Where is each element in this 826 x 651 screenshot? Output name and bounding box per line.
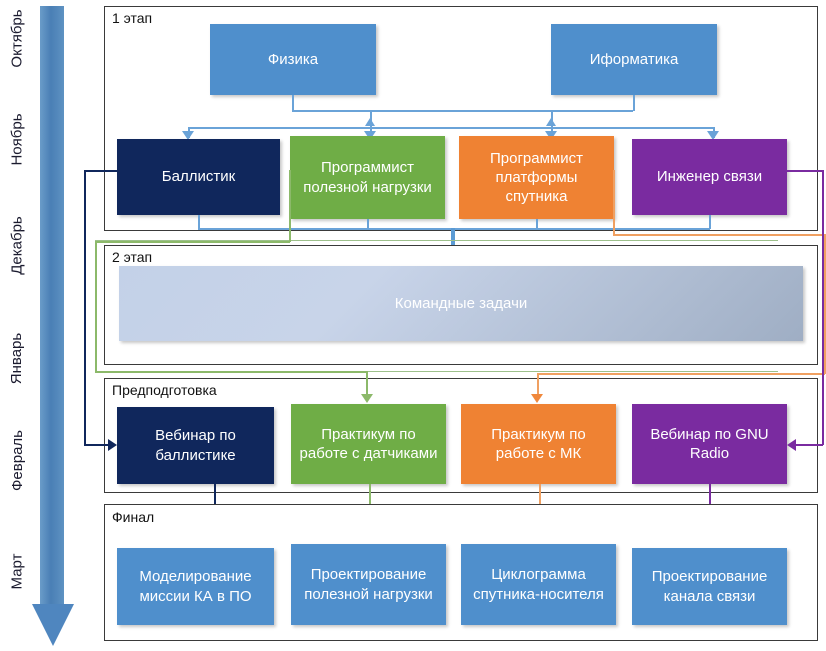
orange-route-up [613,170,615,235]
drop-arrow-role-0 [182,131,194,140]
team-task-box[interactable]: Командные задачи [119,266,803,341]
month-label-3: Январь [8,332,26,385]
navy-route-vert [84,170,86,445]
role-box-ballistics[interactable]: Баллистик [117,139,280,215]
timeline-arrow [32,6,74,646]
orange-route-arrow [531,394,543,403]
orange-route-drop [537,373,539,397]
navy-route-top [84,170,119,172]
green-route-bottom [95,371,367,373]
final-box-mission-modeling[interactable]: Моделирование миссии КА в ПО [117,548,274,625]
stage-1-label: 1 этап [112,10,153,26]
role-box-payload-programmer[interactable]: Программист полезной нагрузки [290,136,445,219]
navy-route-bottom [84,444,110,446]
month-label-5: Март [8,553,26,590]
final-box-payload-design[interactable]: Проектирование полезной нагрузки [291,544,446,625]
connector-physics-stem [292,95,294,111]
drop-arrow-role-3 [707,131,719,140]
team-task-feed [451,228,455,258]
subject-box-informatics[interactable]: Иформатика [551,24,717,95]
green-route-up [289,170,291,242]
month-label-0: Октябрь [8,9,26,68]
month-label-4: Февраль [8,430,26,491]
roleout-1 [367,219,369,229]
junction-arrow-2 [365,118,375,126]
final-label: Финал [112,509,155,525]
junction-arrow-3 [546,118,556,126]
purple-route-vert [822,170,824,445]
purple-route-bottom [796,444,823,446]
timeline-arrowhead [32,604,74,646]
drop-arrow-role-2 [545,131,557,140]
green-route-arrow [361,394,373,403]
prep-box-sensors-workshop[interactable]: Практикум по работе с датчиками [291,404,446,484]
month-label-1: Ноябрь [8,113,26,166]
prep-box-gnu-radio-webinar[interactable]: Вебинар по GNU Radio [632,404,787,484]
roleout-0 [198,215,200,229]
connector-bus-lower [188,127,713,129]
purple-route-arrow [787,439,796,451]
green-route-to-left [95,241,290,243]
prep-label: Предподготовка [112,382,217,398]
roleout-3 [709,215,711,229]
role-box-platform-programmer[interactable]: Программист платформы спутника [459,136,614,219]
orange-route-to-right [613,234,825,236]
green-route-drop [366,371,368,397]
orange-route-bottom [537,373,825,375]
final-box-comms-channel-design[interactable]: Проектирование канала связи [632,548,787,625]
role-box-comms-engineer[interactable]: Инженер связи [632,139,787,215]
final-box-cyclogram[interactable]: Циклограмма спутника-носителя [461,544,616,625]
connector-bus-upper [292,110,633,112]
prep-box-mcu-workshop[interactable]: Практикум по работе с МК [461,404,616,484]
purple-route-top [786,170,824,172]
timeline-shaft [40,6,64,606]
drop-arrow-role-1 [364,131,376,140]
roleout-2 [536,219,538,229]
navy-route-arrow [108,439,117,451]
prep-box-ballistics-webinar[interactable]: Вебинар по баллистике [117,407,274,484]
stage-2-label: 2 этап [112,249,153,265]
subject-box-physics[interactable]: Физика [210,24,376,95]
orange-route-right-vert [824,234,826,374]
green-route-left-vert [95,241,97,372]
month-label-2: Декабрь [8,216,26,275]
connector-informatics-stem [633,95,635,111]
